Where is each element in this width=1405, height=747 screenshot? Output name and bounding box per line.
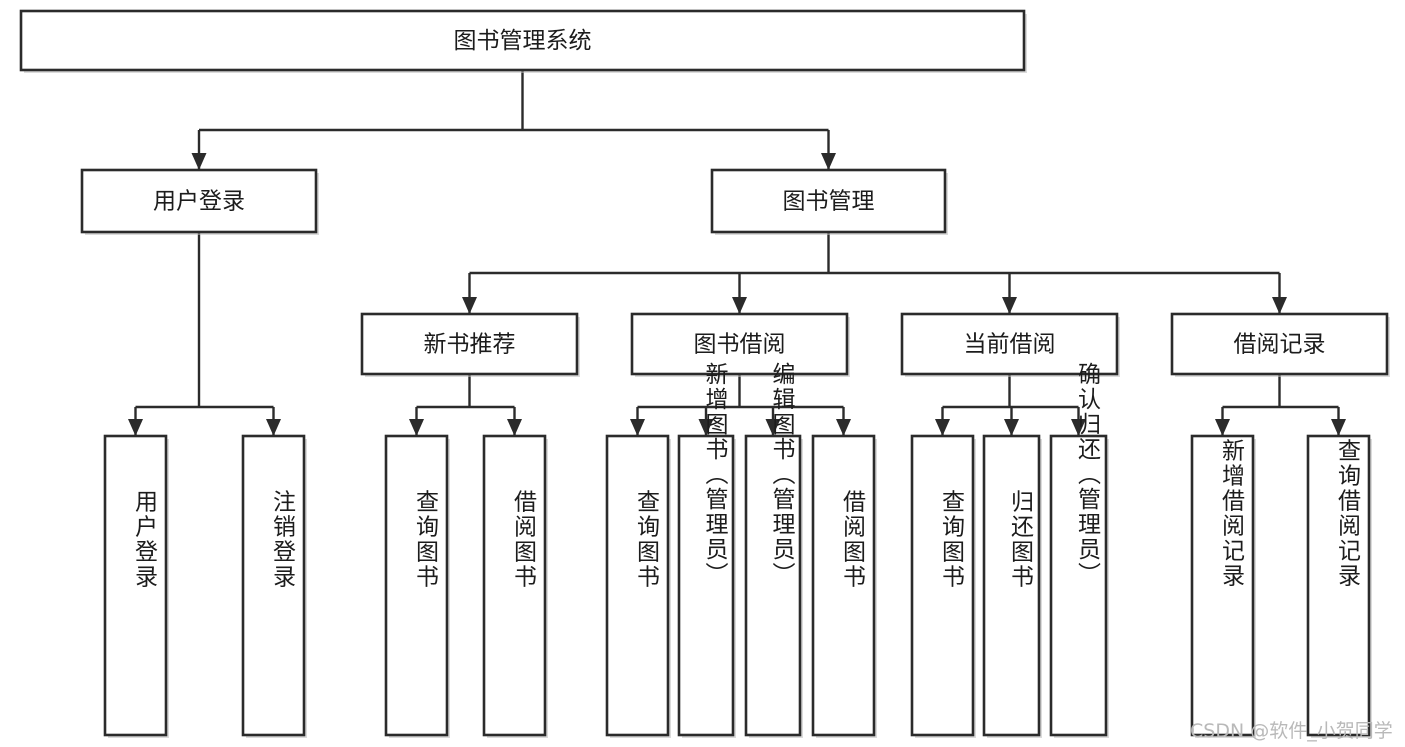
node-box[interactable] xyxy=(482,434,547,737)
node-box[interactable] xyxy=(19,9,1026,72)
arrow-head-icon xyxy=(1215,419,1230,436)
node-label: 归还图书 xyxy=(1007,490,1035,590)
edge-group-root xyxy=(191,70,836,170)
node-box[interactable] xyxy=(900,312,1119,376)
node-leaf-add-record[interactable]: 新增借阅记录 xyxy=(1190,434,1256,738)
edge-group-book-borrow xyxy=(630,374,851,436)
connector-layer xyxy=(128,70,1346,436)
edge-group-current-borrow xyxy=(935,374,1086,436)
node-label: 新增借阅记录 xyxy=(1218,439,1246,589)
edge-group-borrow-record xyxy=(1215,374,1346,436)
arrow-head-icon xyxy=(821,153,836,170)
node-book-manage[interactable]: 图书管理 xyxy=(710,168,948,235)
node-box[interactable] xyxy=(605,434,670,737)
node-box[interactable] xyxy=(811,434,876,737)
node-leaf-borrow-book-2[interactable]: 借阅图书 xyxy=(811,434,877,738)
node-book-borrow[interactable]: 图书借阅 xyxy=(630,312,850,377)
node-leaf-edit-book[interactable]: 编辑图书（管理员） xyxy=(744,362,803,738)
node-box[interactable] xyxy=(241,434,306,737)
node-leaf-user-login[interactable]: 用户登录 xyxy=(103,434,169,738)
node-box[interactable] xyxy=(80,168,318,234)
arrow-head-icon xyxy=(765,419,781,436)
node-label: 编辑图书（管理员） xyxy=(768,362,796,587)
node-box[interactable] xyxy=(384,434,449,737)
node-leaf-borrow-book-1[interactable]: 借阅图书 xyxy=(482,434,548,738)
arrow-head-icon xyxy=(128,419,143,436)
node-leaf-query-book-1[interactable]: 查询图书 xyxy=(384,434,450,738)
arrow-head-icon xyxy=(836,419,851,436)
node-user-login[interactable]: 用户登录 xyxy=(80,168,319,235)
node-label: 查询图书 xyxy=(633,490,661,590)
node-label: 查询图书 xyxy=(938,490,966,590)
edge-group-user-login xyxy=(128,232,281,436)
node-box[interactable] xyxy=(710,168,947,234)
node-box[interactable] xyxy=(360,312,579,376)
node-label: 图书借阅 xyxy=(694,332,786,358)
node-box[interactable] xyxy=(910,434,975,737)
node-leaf-query-record[interactable]: 查询借阅记录 xyxy=(1306,434,1372,738)
arrow-head-icon xyxy=(462,297,477,314)
edge-group-book-manage xyxy=(462,232,1287,314)
node-leaf-query-book-3[interactable]: 查询图书 xyxy=(910,434,976,738)
edge-group-new-book-rec xyxy=(409,374,522,436)
node-current-borrow[interactable]: 当前借阅 xyxy=(900,312,1120,377)
node-box[interactable] xyxy=(1306,434,1371,737)
node-box[interactable] xyxy=(630,312,849,376)
arrow-head-icon xyxy=(1004,419,1019,436)
node-box[interactable] xyxy=(103,434,168,737)
arrow-head-icon xyxy=(191,153,207,170)
node-label: 查询借阅记录 xyxy=(1334,439,1362,589)
node-layer: 图书管理系统用户登录图书管理新书推荐图书借阅当前借阅借阅记录用户登录注销登录查询… xyxy=(19,9,1390,738)
arrow-head-icon xyxy=(1002,297,1017,314)
node-label: 借阅记录 xyxy=(1234,332,1326,358)
node-label: 确认归还（管理员） xyxy=(1074,362,1102,587)
node-label: 注销登录 xyxy=(269,490,297,590)
arrow-head-icon xyxy=(507,419,522,436)
node-box[interactable] xyxy=(982,434,1041,737)
node-new-book-rec[interactable]: 新书推荐 xyxy=(360,312,580,377)
node-leaf-confirm-return[interactable]: 确认归还（管理员） xyxy=(1049,362,1109,738)
node-label: 图书管理 xyxy=(783,189,875,215)
node-label: 新增图书（管理员） xyxy=(701,362,729,587)
arrow-head-icon xyxy=(630,419,645,436)
arrow-head-icon xyxy=(732,297,747,314)
arrow-head-icon xyxy=(1272,297,1287,314)
node-label: 用户登录 xyxy=(131,490,159,590)
arrow-head-icon xyxy=(409,419,424,436)
node-leaf-add-book[interactable]: 新增图书（管理员） xyxy=(677,362,736,738)
node-label: 当前借阅 xyxy=(964,332,1056,358)
node-label: 新书推荐 xyxy=(424,332,516,358)
node-leaf-query-book-2[interactable]: 查询图书 xyxy=(605,434,671,738)
node-borrow-record[interactable]: 借阅记录 xyxy=(1170,312,1390,377)
node-box[interactable] xyxy=(744,434,802,737)
node-leaf-return-book[interactable]: 归还图书 xyxy=(982,434,1042,738)
arrow-head-icon xyxy=(1071,419,1086,436)
arrow-head-icon xyxy=(698,419,714,436)
node-box[interactable] xyxy=(1049,434,1108,737)
node-label: 用户登录 xyxy=(153,189,245,215)
arrow-head-icon xyxy=(935,419,950,436)
node-box[interactable] xyxy=(677,434,735,737)
arrow-head-icon xyxy=(1331,419,1346,436)
node-box[interactable] xyxy=(1190,434,1255,737)
node-box[interactable] xyxy=(1170,312,1389,376)
node-label: 查询图书 xyxy=(412,490,440,590)
node-label: 借阅图书 xyxy=(839,490,867,590)
node-label: 借阅图书 xyxy=(510,490,538,590)
node-label: 图书管理系统 xyxy=(454,28,592,54)
node-root[interactable]: 图书管理系统 xyxy=(19,9,1027,73)
node-leaf-logout[interactable]: 注销登录 xyxy=(241,434,307,738)
arrow-head-icon xyxy=(266,419,281,436)
